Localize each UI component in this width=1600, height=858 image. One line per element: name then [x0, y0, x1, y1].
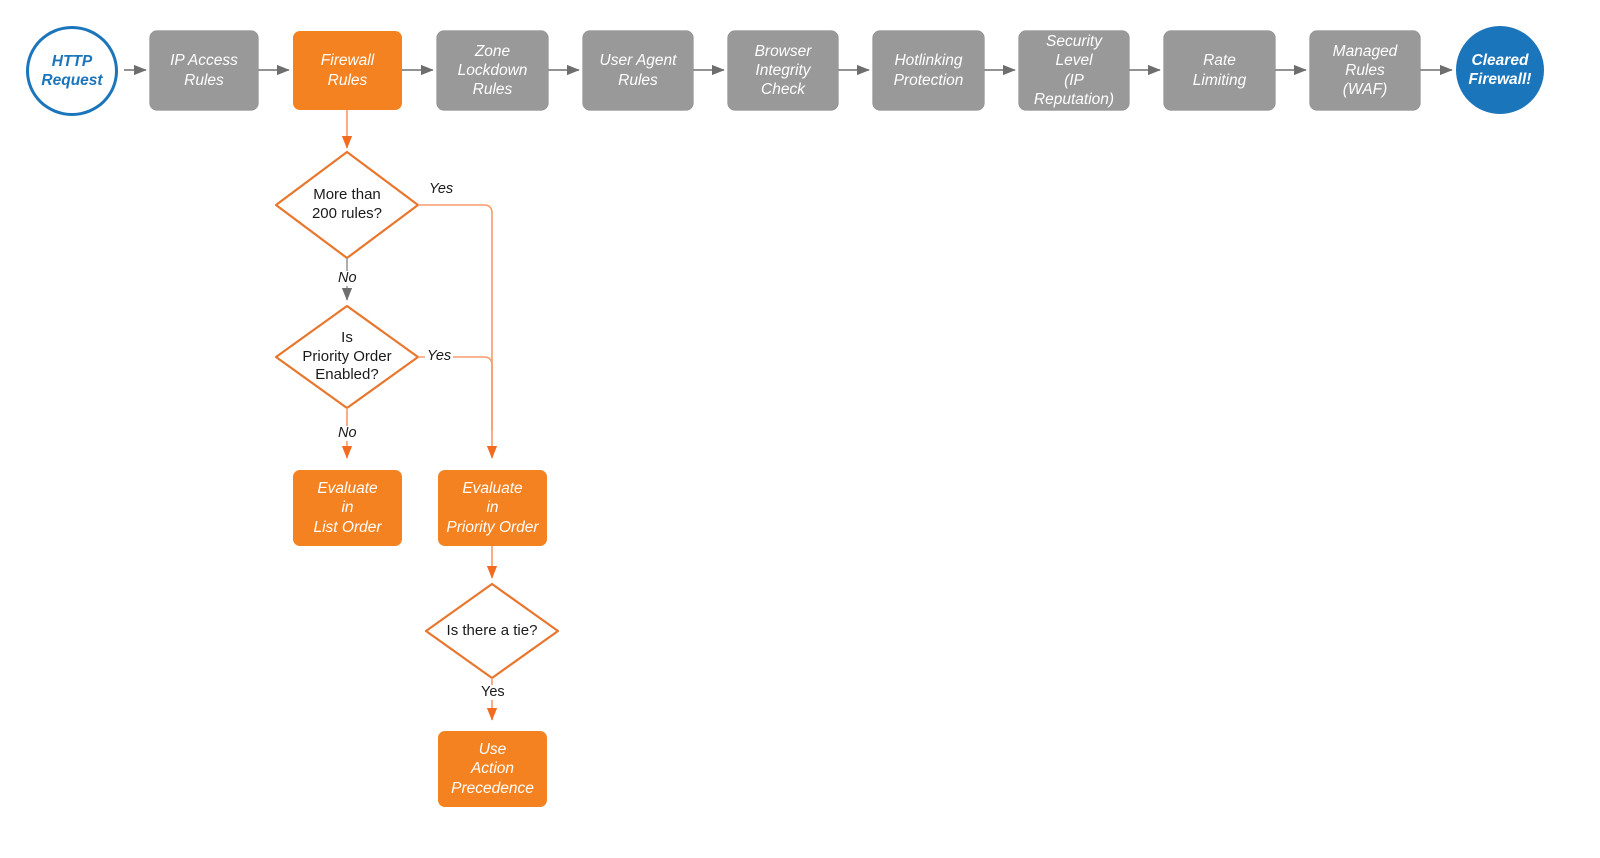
node-evaluate-in-list-order-label: Evaluate in List Order	[313, 480, 382, 536]
node-evaluate-in-priority-order-label: Evaluate in Priority Order	[446, 480, 539, 536]
node-user-agent-rules[interactable]: User Agent Rules	[583, 31, 693, 110]
decision-is-there-a-tie-label: Is there a tie?	[446, 621, 538, 639]
node-ip-access-rules-label: IP Access Rules	[170, 52, 238, 89]
node-security-level[interactable]: Security Level (IP Reputation)	[1019, 31, 1129, 110]
node-managed-rules-waf-label: Managed Rules (WAF)	[1332, 42, 1398, 99]
edge-label-no-priority-order: No	[336, 425, 359, 441]
node-firewall-rules-label: Firewall Rules	[320, 52, 375, 89]
node-http-request-label: HTTP Request	[41, 52, 103, 89]
node-cleared-firewall[interactable]: Cleared Firewall!	[1456, 26, 1544, 114]
decision-more-than-200-rules[interactable]: More than 200 rules?	[276, 152, 418, 258]
decision-more-than-200-rules-label: More than 200 rules?	[311, 186, 383, 222]
node-browser-integrity-check-label: Browser Integrity Check	[754, 42, 812, 99]
node-security-level-label: Security Level (IP Reputation)	[1033, 33, 1115, 108]
node-use-action-precedence[interactable]: Use Action Precedence	[438, 731, 547, 807]
node-evaluate-in-priority-order[interactable]: Evaluate in Priority Order	[438, 470, 547, 546]
node-rate-limiting-label: Rate Limiting	[1192, 52, 1247, 89]
edge-yes-more-than-200	[418, 204, 498, 459]
node-use-action-precedence-label: Use Action Precedence	[451, 741, 534, 797]
node-rate-limiting[interactable]: Rate Limiting	[1164, 31, 1275, 110]
node-evaluate-in-list-order[interactable]: Evaluate in List Order	[293, 470, 402, 546]
node-zone-lockdown-rules-label: Zone Lockdown Rules	[457, 42, 528, 99]
decision-is-priority-order-enabled-label: Is Priority Order Enabled?	[302, 329, 392, 384]
node-hotlinking-protection[interactable]: Hotlinking Protection	[873, 31, 984, 110]
node-hotlinking-protection-label: Hotlinking Protection	[893, 52, 964, 89]
edge-label-no-more-than-200: No	[336, 270, 359, 286]
decision-is-there-a-tie[interactable]: Is there a tie?	[426, 584, 558, 678]
node-managed-rules-waf[interactable]: Managed Rules (WAF)	[1310, 31, 1420, 110]
node-zone-lockdown-rules[interactable]: Zone Lockdown Rules	[437, 31, 548, 110]
node-http-request[interactable]: HTTP Request	[26, 26, 118, 116]
node-firewall-rules[interactable]: Firewall Rules	[293, 31, 402, 110]
edge-label-yes-priority-order: Yes	[425, 348, 454, 364]
node-cleared-firewall-label: Cleared Firewall!	[1468, 51, 1532, 88]
edge-yes-priority-order	[418, 356, 493, 430]
decision-is-priority-order-enabled[interactable]: Is Priority Order Enabled?	[276, 306, 418, 408]
node-ip-access-rules[interactable]: IP Access Rules	[150, 31, 258, 110]
edge-label-yes-tie: Yes	[479, 684, 507, 700]
edge-label-yes-more-than-200: Yes	[427, 181, 456, 197]
node-browser-integrity-check[interactable]: Browser Integrity Check	[728, 31, 838, 110]
node-user-agent-rules-label: User Agent Rules	[599, 52, 677, 89]
